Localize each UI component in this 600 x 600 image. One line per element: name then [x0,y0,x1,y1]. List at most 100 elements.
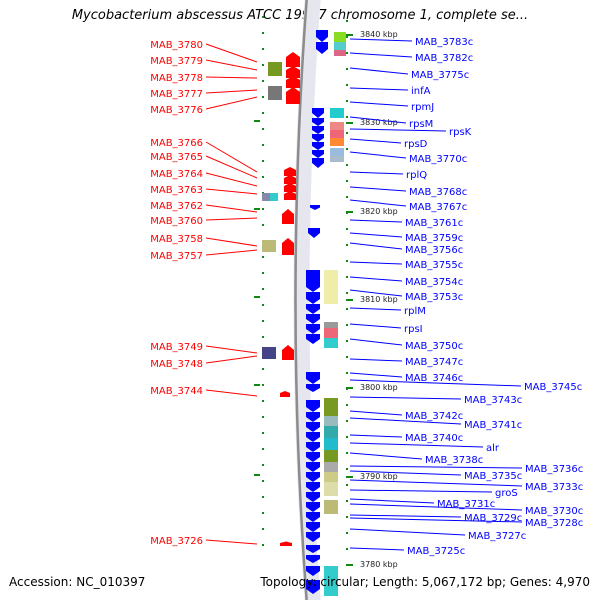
kbp-tick [346,211,353,213]
right-gene-label: MAB_3756c [405,245,463,256]
right-leader-line [349,186,407,192]
left-gene-label: MAB_3763 [150,185,203,196]
reverse-gene-arrow [306,422,320,432]
forward-gene-arrow [284,183,296,192]
reverse-gene-arrow [306,334,320,344]
cog-box [262,193,270,201]
tick-dot-inner [262,464,264,466]
reverse-gene-arrow [316,30,328,42]
right-leader-line [349,517,523,523]
right-gene-label: MAB_3759c [405,233,463,244]
right-leader-line [349,232,403,238]
left-gene-label: MAB_3744 [150,386,203,397]
reverse-gene-arrow [306,522,320,532]
cog-box [268,86,282,100]
right-gene-label: MAB_3782c [415,53,473,64]
tick-dot-outer [346,324,348,326]
tick-dot-inner [262,496,264,498]
kbp-tick [346,34,353,36]
cog-box [330,156,344,162]
right-gene-label: MAB_3738c [425,455,483,466]
accession-text: Accession: NC_010397 [9,575,146,589]
right-leader-line [349,452,423,460]
tick-dot-outer [346,68,348,70]
right-label-lines [349,38,523,551]
tick-dot-inner [262,448,264,450]
right-leader-line [349,307,402,311]
reverse-gene-arrow [306,324,320,334]
right-leader-line [349,38,413,42]
tick-dot-inner [262,160,264,162]
right-gene-label: MAB_3740c [405,433,463,444]
right-leader-line [349,101,409,107]
right-gene-label: MAB_3746c [405,373,463,384]
cog-box [324,322,338,328]
right-leader-line [349,410,403,416]
reverse-gene-arrow [312,108,324,118]
right-gene-label: MAB_3730c [525,506,583,517]
left-leader-line [205,539,258,545]
right-gene-label: MAB_3754c [405,277,463,288]
tick-dot-outer [346,484,348,486]
forward-gene-arrow [286,66,300,78]
right-gene-label: rpsK [449,127,472,138]
left-leader-line [205,89,258,94]
cog-box [324,328,338,338]
tick-dot-inner [262,288,264,290]
reverse-gene-arrow [306,472,320,482]
right-gene-label: rplQ [406,170,427,181]
left-gene-label: MAB_3764 [150,169,203,180]
left-leader-line [205,355,258,364]
right-gene-label: rpsD [404,139,428,150]
kbp-label: 3840 kbp [360,30,398,39]
tick-dot-inner [262,336,264,338]
kbp-label: 3800 kbp [360,383,398,392]
right-leader-line [349,289,403,297]
tick-dot-inner [262,16,264,18]
kbp-label: 3830 kbp [360,118,398,127]
tick-dot-outer [346,260,348,262]
left-gene-label: MAB_3765 [150,152,203,163]
tick-dot-outer [346,132,348,134]
cog-box [334,32,346,42]
reverse-gene-arrow [308,228,320,238]
tick-mark-left [254,474,260,476]
tick-dot-outer [346,276,348,278]
cog-box [334,42,346,50]
reverse-gene-arrow [306,545,320,553]
cog-box [324,566,338,596]
tick-dot-outer [346,148,348,150]
reverse-gene-arrow [312,142,324,150]
tick-dot-outer [346,500,348,502]
right-gene-label: MAB_3747c [405,357,463,368]
tick-dot-outer [346,244,348,246]
kbp-tick [346,387,353,389]
right-leader-line [349,503,523,511]
tick-dot-outer [346,116,348,118]
reverse-gene-arrow [312,150,324,158]
reverse-genes [306,30,328,594]
tick-dot-inner [262,416,264,418]
tick-dot-outer [346,340,348,342]
reverse-gene-arrow [310,205,320,210]
reverse-gene-arrow [306,502,320,512]
right-gene-label: MAB_3775c [411,70,469,81]
left-leader-line [205,237,258,247]
tick-dot-inner [262,400,264,402]
reverse-gene-arrow [306,580,320,594]
right-leader-line [349,379,522,387]
tick-dot-outer [346,180,348,182]
right-leader-line [349,442,484,448]
reverse-gene-arrow [306,462,320,472]
right-gene-label: rpsM [409,119,433,130]
right-leader-line [349,199,407,207]
right-gene-label: MAB_3761c [405,218,463,229]
right-gene-label: alr [486,443,500,454]
left-leader-line [205,96,258,110]
right-leader-line [349,276,403,282]
right-gene-label: MAB_3742c [405,411,463,422]
left-leader-line [205,249,258,256]
right-gene-label: MAB_3728c [525,518,583,529]
right-gene-label: MAB_3750c [405,341,463,352]
